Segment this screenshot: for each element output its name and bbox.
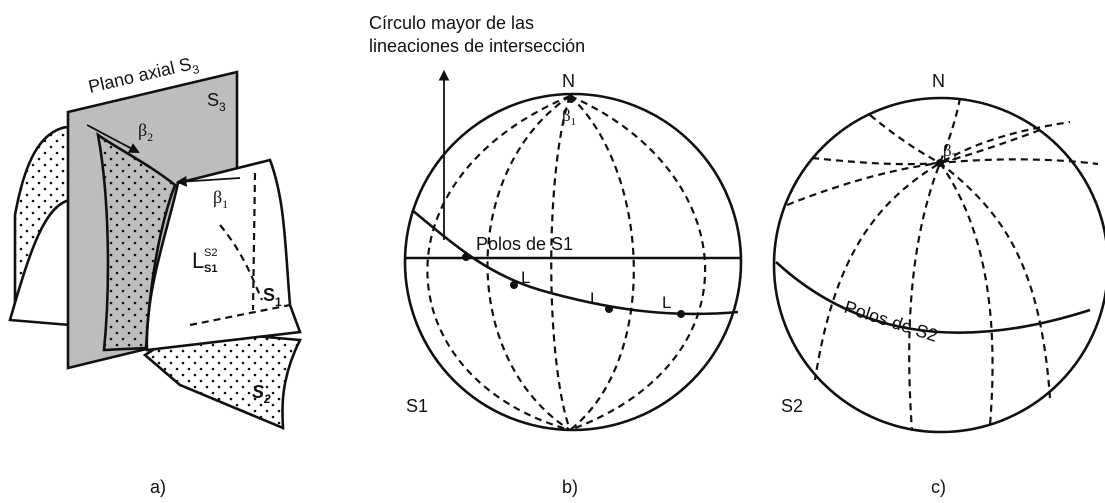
great-circle-b1 [426, 94, 571, 432]
beta2-label: β2 [138, 120, 153, 144]
title-line-1: Círculo mayor de las [369, 13, 534, 33]
s1-label-b: S1 [406, 396, 428, 416]
s2-surface-lower [142, 328, 303, 430]
s2-label: S2 [252, 382, 271, 406]
panel-b-stereonet: Círculo mayor de las lineaciones de inte… [369, 13, 743, 497]
great-circle-b4 [569, 95, 635, 431]
beta1-arrow [175, 176, 241, 187]
primitive-circle-b [403, 92, 743, 432]
lineation-label-3: L [662, 293, 671, 312]
caption-c: c) [931, 477, 946, 497]
caption-b: b) [562, 477, 578, 497]
great-circle-c3 [869, 114, 1052, 399]
beta1-dot [567, 95, 575, 103]
poles-s1-great-circle [411, 209, 739, 316]
great-circle-c4 [908, 97, 962, 432]
s1-hidden-edge [251, 172, 257, 311]
lineation-dot-2 [605, 305, 613, 313]
primitive-circle-c [772, 96, 1105, 434]
great-circle-c6 [939, 162, 994, 426]
beta1-label: β1 [213, 187, 228, 211]
title-line-2: lineaciones de intersección [369, 36, 585, 56]
great-circle-b2 [486, 95, 571, 431]
poles-s2-great-circle [775, 261, 1091, 334]
s1-hidden-hinge [219, 224, 263, 301]
s1-label: S1 [263, 285, 282, 309]
lineation-sup: S2 [204, 247, 217, 259]
great-circle-b3 [550, 95, 572, 431]
north-label-b: N [562, 71, 575, 91]
poles-s1-label: Polos de S1 [476, 234, 573, 254]
s1-surface-right [145, 158, 302, 352]
s3-label: S3 [207, 90, 226, 114]
lineation-label-1: L [521, 268, 530, 287]
s1-hidden-base [189, 303, 291, 327]
caption-a: a) [150, 477, 166, 497]
panel-c-stereonet: N β2 Polos de S2 S2 c) [772, 71, 1105, 497]
s2-surface-front [96, 132, 177, 352]
lineation-dot-1 [510, 281, 518, 289]
beta2-label-c: β2 [943, 141, 957, 163]
beta2-arrow [86, 124, 140, 154]
beta2-dot [936, 159, 944, 167]
lineation-dot-3 [677, 310, 685, 318]
north-label-c: N [932, 71, 945, 91]
great-circle-c5 [813, 128, 1041, 381]
s2-label-c: S2 [781, 396, 803, 416]
beta1-label-b: β1 [562, 106, 576, 128]
lineation-sub: S1 [204, 263, 217, 275]
panel-a-fold-diagram: Plano axial S3 S3 β2 β1 L S2 S1 S1 S2 a) [8, 54, 303, 497]
great-circle-c2 [811, 120, 1071, 166]
poles-s2-label: Polos de S2 [842, 297, 941, 346]
great-circle-b5 [569, 94, 707, 432]
lineation-symbol: L [192, 248, 204, 273]
lineation-label-2: L [590, 289, 599, 308]
pole-dot-s1 [462, 253, 470, 261]
